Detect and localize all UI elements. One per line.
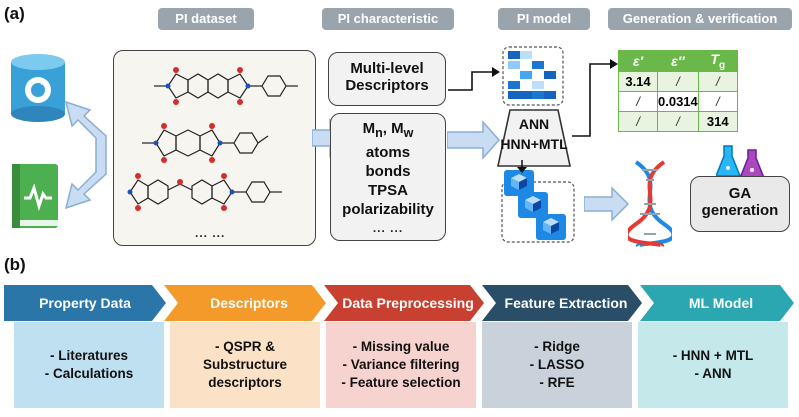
table-cell: 0.0314: [657, 90, 699, 112]
ga-label: GA: [728, 185, 752, 202]
model-hnn-mtl-label: HNN+MTL: [500, 136, 568, 152]
database-icon: [11, 54, 65, 122]
model-ann-label: ANN: [518, 116, 550, 132]
stage-item: - RFE: [539, 375, 575, 390]
stage-item: - Ridge: [534, 339, 580, 354]
arrow-cubes-to-dna: [584, 186, 630, 222]
cube-models-icon: [501, 168, 575, 243]
stage-item: - Missing value: [352, 339, 450, 354]
stage-title: ML Model: [688, 295, 754, 311]
header-pi-characteristic: PI characteristic: [322, 8, 454, 30]
results-table: ε′ ε″ Tg 3.14 / / / 0.0314 / / / 314: [618, 50, 738, 132]
stage-item: - ANN: [694, 366, 732, 381]
table-header-tg: Tg: [697, 50, 738, 72]
stage-item: - HNN + MTL: [672, 348, 754, 363]
stage-card: - Literatures - Calculations: [14, 322, 164, 408]
stage-band: Data Preprocessing: [324, 285, 484, 321]
table-cell: /: [697, 90, 738, 112]
table-header-epsilon-double-prime: ε″: [657, 50, 699, 72]
stage-card: - QSPR & Substructure descriptors: [170, 322, 320, 408]
mw-subscript: w: [403, 126, 414, 140]
model-trapezoid: [497, 109, 571, 167]
mn-mw-line: Mn, Mw: [362, 120, 414, 140]
stage-card: - HNN + MTL - ANN: [638, 322, 788, 408]
stage-item: - Variance filtering: [342, 357, 460, 372]
characteristic-polarizability: polarizability: [342, 201, 434, 218]
header-pi-model: PI model: [498, 8, 590, 30]
bidirectional-arrow: [64, 100, 107, 210]
mn-symbol: M: [362, 120, 376, 137]
header-pi-dataset: PI dataset: [158, 8, 254, 30]
descriptors-line-2: Descriptors: [345, 77, 429, 94]
stage-item: - Literatures: [49, 348, 128, 363]
table-cell: 314: [697, 110, 738, 132]
stage-title: Property Data: [39, 295, 131, 311]
mw-symbol: M: [391, 120, 404, 137]
stage-band: Descriptors: [164, 285, 326, 321]
generation-label: generation: [701, 202, 779, 219]
arrow-model-to-cubes: [517, 160, 527, 173]
stage-item: - Feature selection: [341, 375, 461, 390]
characteristic-atoms: atoms: [365, 144, 411, 161]
table-cell: /: [618, 110, 658, 132]
table-cell: /: [657, 70, 699, 92]
panel-a-label: (a): [4, 4, 25, 23]
stage-band: ML Model: [640, 285, 794, 321]
characteristics-box: Mn, Mw atoms bonds TPSA polarizability .…: [330, 113, 446, 241]
characteristic-tpsa: TPSA: [367, 182, 408, 199]
table-header-epsilon-prime: ε′: [618, 50, 658, 72]
ga-generation-box: GA generation: [690, 176, 790, 232]
book-icon: [12, 164, 58, 228]
arrow-characteristic-to-model: [447, 120, 501, 160]
table-cell: /: [618, 90, 658, 112]
table-cell: /: [657, 110, 699, 132]
descriptors-line-1: Multi-level: [350, 60, 424, 77]
mn-subscript: n: [375, 126, 383, 140]
panel-b-label: (b): [4, 255, 26, 274]
stage-band: Property Data: [4, 285, 166, 321]
table-cell: 3.14: [618, 70, 658, 92]
arrow-descriptors-to-matrix: [448, 67, 500, 91]
stage-title: Data Preprocessing: [342, 295, 474, 311]
stage-card: - Ridge - LASSO - RFE: [482, 322, 632, 408]
matrix-icon: [502, 46, 564, 106]
dna-icon: [628, 160, 672, 248]
stage-title: Descriptors: [210, 295, 288, 311]
characteristic-bonds: bonds: [365, 163, 411, 180]
stage-title: Feature Extraction: [504, 295, 628, 311]
pi-dataset-box: [113, 50, 316, 246]
stage-item: - LASSO: [529, 357, 585, 372]
stage-card: - Missing value - Variance filtering - Fea…: [326, 322, 476, 408]
header-generation-verification: Generation & verification: [608, 8, 792, 30]
polyimide-structures: [127, 67, 298, 211]
stage-item: - QSPR &: [214, 339, 275, 354]
dataset-ellipsis: ... ...: [195, 226, 226, 240]
stage-item: Substructure: [202, 357, 287, 372]
stage-item: - Calculations: [44, 366, 134, 381]
stage-item: descriptors: [208, 375, 282, 390]
arrow-model-to-table: [572, 59, 618, 137]
descriptors-box: Multi-level Descriptors: [328, 52, 446, 106]
table-cell: /: [697, 70, 738, 92]
characteristics-ellipsis: ... ...: [372, 221, 404, 235]
stage-band: Feature Extraction: [482, 285, 642, 321]
